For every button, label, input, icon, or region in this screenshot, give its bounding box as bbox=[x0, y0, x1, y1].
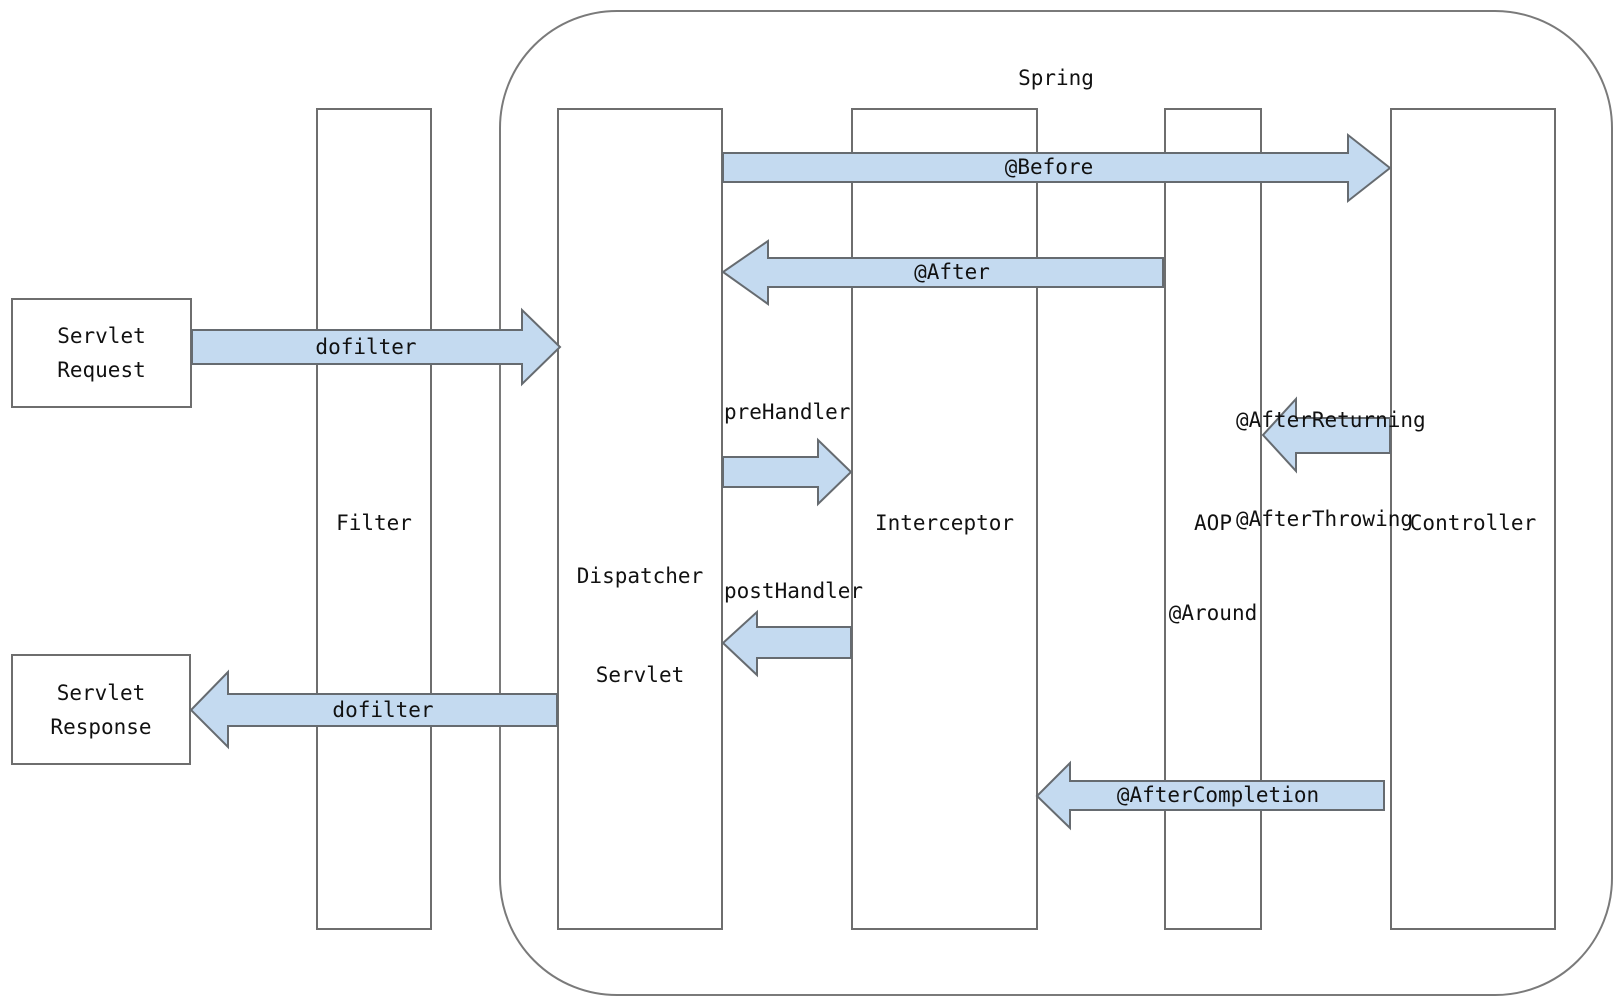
arrow-prehandler bbox=[722, 437, 853, 507]
label-line: @AfterReturning bbox=[1236, 408, 1426, 432]
column-label-interceptor: Interceptor bbox=[874, 511, 1015, 535]
label-line: @AfterThrowing bbox=[1236, 507, 1414, 531]
column-label-filter: Filter bbox=[336, 511, 412, 535]
arrow-label-prehandler: preHandler bbox=[724, 400, 851, 424]
label-line: Servlet bbox=[56, 680, 146, 705]
column-dispatcher-servlet bbox=[557, 108, 723, 930]
servlet-response-box: Servlet Response bbox=[11, 654, 191, 765]
arrow-posthandler bbox=[721, 609, 852, 678]
label-line: Dispatcher bbox=[576, 564, 704, 588]
arrow-aftercompletion bbox=[1035, 760, 1385, 831]
arrow-afterreturning bbox=[1261, 396, 1391, 474]
column-interceptor bbox=[851, 108, 1038, 930]
arrow-label-dofilter-request: dofilter bbox=[315, 335, 417, 359]
column-filter bbox=[316, 108, 432, 930]
arrow-label-aftercompletion: @AfterCompletion bbox=[1116, 783, 1320, 807]
label-line: Request bbox=[57, 358, 146, 382]
label-line: Servlet bbox=[57, 324, 146, 348]
spring-container bbox=[499, 10, 1613, 996]
arrow-label-after: @After bbox=[914, 260, 990, 284]
aop-around-annotation: @Around bbox=[1168, 601, 1258, 625]
arrow-label-posthandler: postHandler bbox=[724, 579, 864, 603]
column-label-controller: Controller bbox=[1409, 511, 1537, 535]
arrow-dofilter-request bbox=[191, 307, 562, 387]
label-line: Servlet bbox=[595, 663, 685, 687]
arrow-dofilter-response bbox=[189, 669, 558, 750]
column-controller bbox=[1390, 108, 1556, 930]
spring-title: Spring bbox=[1018, 66, 1094, 90]
arrow-label-before: @Before bbox=[1004, 155, 1094, 179]
arrow-label-dofilter-response: dofilter bbox=[332, 698, 434, 722]
label-line: Response bbox=[50, 714, 152, 739]
column-label-aop: AOP bbox=[1194, 511, 1232, 535]
column-label-dispatcher-servlet: Dispatcher Servlet bbox=[557, 494, 723, 758]
arrow-before bbox=[722, 132, 1392, 204]
arrow-label-afterreturning: @AfterReturning @AfterThrowing bbox=[1236, 338, 1436, 602]
servlet-request-box: Servlet Request bbox=[11, 298, 192, 408]
arrow-after bbox=[721, 239, 1164, 306]
